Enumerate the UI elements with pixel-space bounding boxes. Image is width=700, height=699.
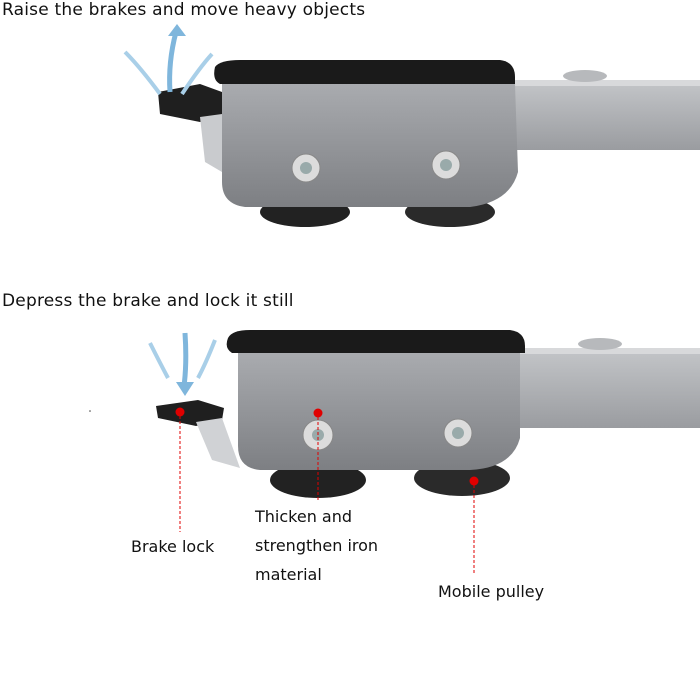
label-material-line2: strengthen iron: [255, 536, 379, 555]
arrow-up-icon: [167, 31, 179, 93]
bolt-head: [578, 338, 622, 350]
marker-iron-material: [313, 408, 323, 418]
label-brake-lock: Brake lock: [131, 537, 215, 556]
caption-raise-brakes: Raise the brakes and move heavy objects: [2, 0, 366, 20]
marker-mobile-pulley: [469, 476, 479, 486]
label-material-line1: Thicken and: [255, 507, 353, 526]
brake-pedal-depressed: [156, 400, 224, 426]
marker-brake-lock: [175, 407, 185, 417]
frame-tube: [500, 80, 700, 150]
rubber-pad: [214, 60, 515, 84]
caster-locked-image: [0, 318, 700, 508]
label-mobile-pulley: Mobile pulley: [438, 582, 545, 601]
frame-tube: [520, 348, 700, 428]
bolt-head: [563, 70, 607, 82]
caster-raised-image: [0, 22, 700, 242]
brake-pedal-raised: [158, 84, 222, 122]
label-material-line3: material: [255, 565, 322, 584]
caption-depress-brake: Depress the brake and lock it still: [2, 291, 294, 311]
rubber-pad: [226, 330, 525, 353]
